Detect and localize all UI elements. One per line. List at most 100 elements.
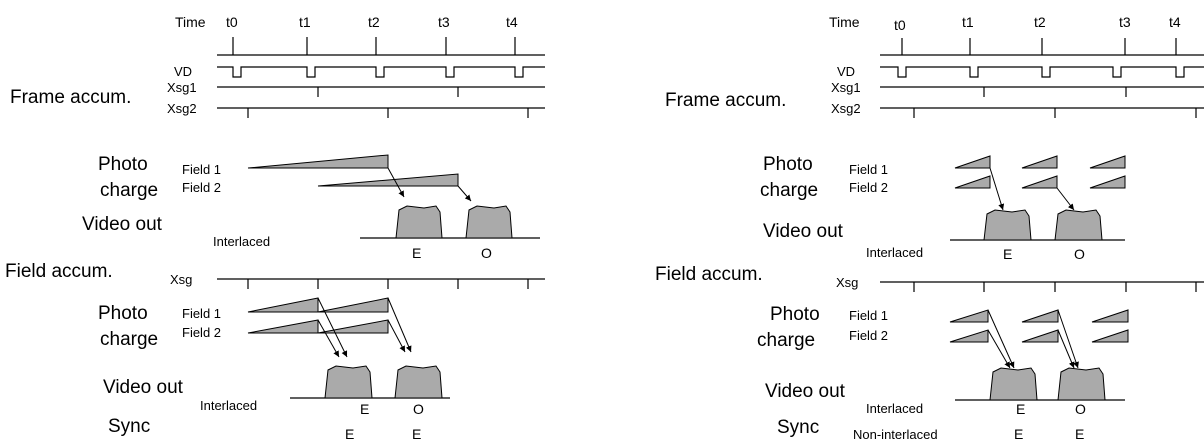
sync-even-label: E [1075, 426, 1084, 439]
field2-charge-ramp [1089, 175, 1126, 189]
sync-label: Sync [777, 417, 819, 438]
photo-label: Photo [98, 303, 148, 324]
field-accum-label: Field accum. [655, 264, 763, 285]
vd-label: VD [837, 64, 855, 79]
video-pulse-even [989, 367, 1038, 401]
time-ticks [901, 38, 1177, 55]
t0-label: t0 [894, 17, 906, 33]
interlaced-label: Interlaced [200, 398, 257, 413]
t3-label: t3 [438, 14, 450, 30]
xsg-label: Xsg [170, 272, 192, 287]
photo-label: Photo [763, 154, 813, 175]
even-field-label: E [412, 245, 421, 261]
sync-label: Sync [108, 416, 150, 437]
interlaced-label: Interlaced [866, 401, 923, 416]
field2-charge-ramp [949, 329, 989, 343]
charge-label: charge [100, 329, 158, 350]
xsg2-signal [880, 107, 1204, 118]
vd-signal [880, 66, 1204, 78]
t1-label: t1 [962, 14, 974, 30]
t3-label: t3 [1119, 14, 1131, 30]
field1-charge-ramp [954, 155, 991, 169]
video-pulse-odd [394, 365, 443, 399]
xsg2-label: Xsg2 [167, 101, 197, 116]
xsg2-label: Xsg2 [831, 101, 861, 116]
time-ticks [232, 37, 516, 55]
transfer-arrow [987, 329, 1011, 369]
transfer-arrow [387, 319, 406, 353]
non-interlaced-label: Non-interlaced [853, 427, 938, 439]
frame-accum-label: Frame accum. [10, 87, 131, 108]
xsg1-signal [880, 86, 1204, 97]
field-accum-label: Field accum. [5, 261, 113, 282]
transfer-arrow [317, 319, 340, 358]
field2-charge-ramp [954, 175, 991, 189]
field1-label: Field 1 [849, 162, 888, 177]
xsg2-signal [217, 107, 545, 118]
time-label: Time [175, 14, 206, 30]
charge-label: charge [100, 180, 158, 201]
photo-label: Photo [98, 154, 148, 175]
interlaced-label: Interlaced [213, 234, 270, 249]
video-out-label: Video out [765, 381, 846, 402]
field2-charge-ramp [247, 319, 319, 334]
transfer-arrow [1057, 309, 1079, 369]
field2-charge-ramp [1021, 329, 1059, 343]
xsg-signal [217, 278, 545, 289]
transfer-arrow [387, 167, 405, 198]
field2-charge-ramp [317, 173, 459, 187]
field2-charge-ramp [1021, 175, 1058, 189]
field1-charge-ramp [1089, 155, 1126, 169]
field2-label: Field 2 [849, 180, 888, 195]
t4-label: t4 [506, 14, 518, 30]
interlaced-label: Interlaced [866, 245, 923, 260]
t0-label: t0 [226, 14, 238, 30]
even-field-label: E [1016, 401, 1025, 417]
sync-even-label: E [412, 426, 421, 439]
charge-label: charge [760, 180, 818, 201]
field1-charge-ramp [247, 297, 319, 313]
field1-charge-ramp [1021, 155, 1058, 169]
field2-charge-ramp [317, 319, 389, 334]
t4-label: t4 [1169, 14, 1181, 30]
odd-field-label: O [413, 401, 424, 417]
xsg1-label: Xsg1 [831, 80, 861, 95]
vd-signal [217, 66, 545, 78]
xsg1-signal [217, 86, 545, 97]
field1-charge-ramp [1091, 309, 1129, 323]
field2-charge-ramp [1091, 329, 1129, 343]
field1-label: Field 1 [849, 308, 888, 323]
video-out-label: Video out [82, 214, 163, 235]
time-label: Time [829, 14, 860, 30]
odd-field-label: O [1075, 401, 1086, 417]
field1-label: Field 1 [182, 162, 221, 177]
transfer-arrow [317, 297, 348, 358]
xsg1-label: Xsg1 [167, 80, 197, 95]
transfer-arrow [989, 167, 1005, 211]
transfer-arrow [387, 297, 412, 353]
video-pulse-odd [1054, 209, 1103, 241]
video-pulse-odd [1057, 367, 1106, 401]
left-panel: Time t0 t1 t2 t3 t4 VD Xsg1 Frame accum.… [5, 14, 545, 439]
right-panel: Time t0 t1 t2 t3 t4 VD Xsg1 Frame accum.… [655, 14, 1204, 439]
field1-charge-ramp [317, 297, 389, 313]
transfer-arrow [1057, 329, 1075, 369]
odd-field-label: O [1074, 246, 1085, 262]
t2-label: t2 [368, 14, 380, 30]
xsg-signal [880, 281, 1204, 292]
field1-charge-ramp [1021, 309, 1059, 323]
field2-label: Field 2 [182, 180, 221, 195]
charge-label: charge [757, 330, 815, 351]
video-pulse-even [983, 209, 1032, 241]
odd-field-label: O [481, 245, 492, 261]
sync-even-label: E [1014, 426, 1023, 439]
field2-label: Field 2 [849, 328, 888, 343]
transfer-arrow [1056, 187, 1075, 211]
t2-label: t2 [1034, 14, 1046, 30]
video-pulse-odd [465, 205, 513, 239]
even-field-label: E [1003, 246, 1012, 262]
transfer-arrow [457, 185, 472, 202]
video-out-label: Video out [763, 221, 844, 242]
frame-accum-label: Frame accum. [665, 90, 786, 111]
